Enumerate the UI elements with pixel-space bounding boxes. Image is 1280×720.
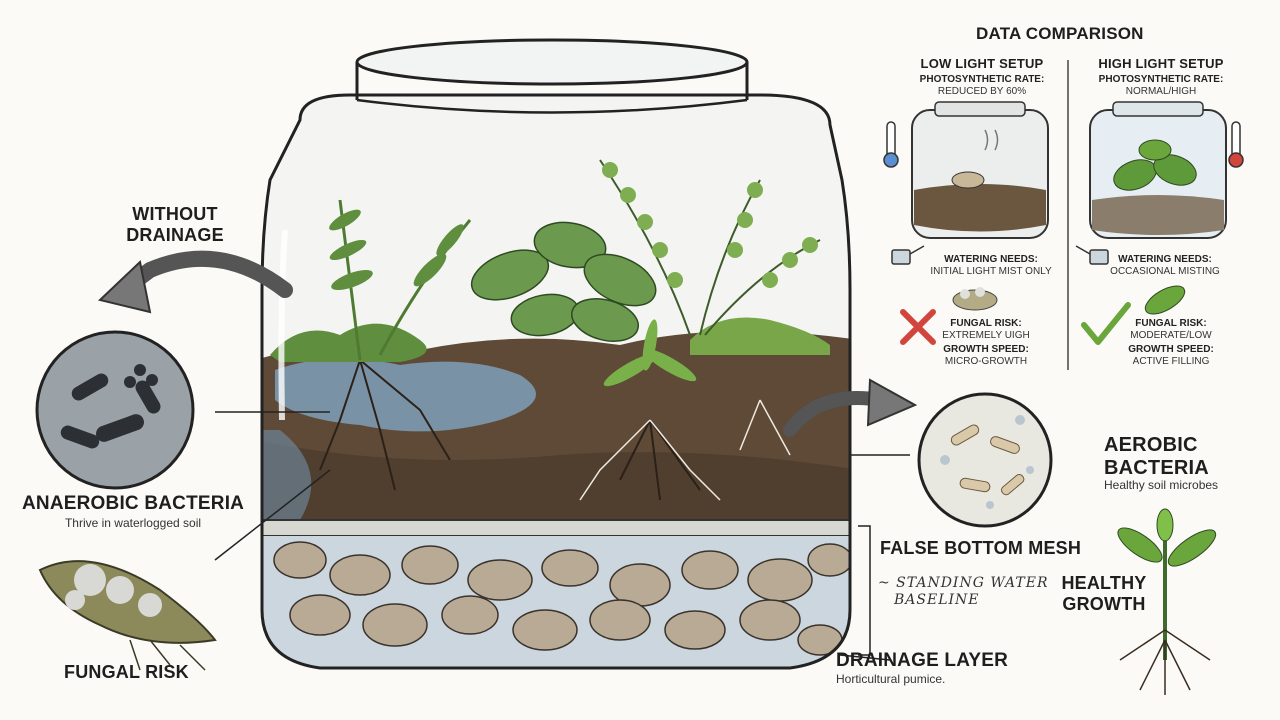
aerobic-line-2: BACTERIA: [1104, 457, 1209, 479]
false-bottom-mesh-band: [262, 520, 850, 536]
arrow-without-drainage: [122, 250, 293, 298]
high-fungal-label: FUNGAL RISK:: [1135, 318, 1207, 329]
label-anaerobic-bacteria: ANAEROBIC BACTERIA: [22, 493, 245, 514]
pumice-stones: [273, 541, 850, 656]
standing-water-line-1: ~ STANDING WATER: [878, 575, 1049, 591]
cross-icon: [900, 309, 936, 345]
aerobic-bacteria-illustration: [917, 392, 1053, 528]
high-water-value: OCCASIONAL MISTING: [1110, 266, 1220, 277]
label-drainage-layer: DRAINAGE LAYER: [836, 650, 1009, 671]
low-photo-label: PHOTOSYNTHETIC RATE:: [919, 74, 1045, 85]
label-standing-water: ~ STANDING WATER BASELINE: [878, 575, 1048, 609]
comparison-graphics: [883, 60, 1244, 370]
high-light-heading: HIGH LIGHT SETUP: [1098, 56, 1224, 71]
healthy-growth-line-2: GROWTH: [1062, 594, 1146, 614]
high-photo-label: PHOTOSYNTHETIC RATE:: [1098, 74, 1224, 85]
healthy-growth-line-1: HEALTHY: [1061, 573, 1147, 593]
label-fungal-risk: FUNGAL RISK: [64, 662, 189, 682]
without-drainage-line-2: DRAINAGE: [126, 225, 224, 245]
low-photo-value: REDUCED BY 60%: [937, 86, 1027, 97]
healthy-sprout-illustration: [1117, 508, 1217, 695]
high-water-label: WATERING NEEDS:: [1118, 254, 1212, 265]
without-drainage-line-1: WITHOUT: [132, 204, 218, 224]
leaf-icon: [1144, 285, 1186, 315]
comparison-title: DATA COMPARISON: [976, 24, 1144, 43]
high-growth-label: GROWTH SPEED:: [1128, 344, 1214, 355]
watering-can-icon-high: [1075, 245, 1109, 265]
low-fungal-label: FUNGAL RISK:: [950, 318, 1022, 329]
watering-can-icon: [891, 245, 925, 265]
label-false-bottom-mesh: FALSE BOTTOM MESH: [880, 538, 1082, 558]
thermometer-hot-icon: [1228, 121, 1244, 168]
label-aerobic-sub: Healthy soil microbes: [1104, 478, 1219, 492]
label-without-drainage: WITHOUT DRAINAGE: [110, 204, 240, 246]
label-drainage-sub: Horticultural pumice.: [836, 672, 946, 686]
standing-water-line-2: BASELINE: [894, 592, 980, 608]
fungal-leaf-illustration: [38, 560, 217, 671]
label-aerobic-bacteria: AEROBIC BACTERIA: [1104, 434, 1209, 480]
glass-jar: [260, 38, 852, 670]
high-fungal-value: MODERATE/LOW: [1130, 330, 1212, 341]
plants: [329, 159, 821, 387]
low-growth-label: GROWTH SPEED:: [943, 344, 1029, 355]
thermometer-icon: [883, 121, 899, 168]
label-healthy-growth: HEALTHY GROWTH: [1052, 573, 1156, 615]
low-growth-value: MICRO-GROWTH: [944, 356, 1028, 367]
low-water-label: WATERING NEEDS:: [944, 254, 1038, 265]
waterlogged-soil: [275, 358, 536, 432]
high-growth-value: ACTIVE FILLING: [1132, 356, 1210, 367]
low-water-value: INITIAL LIGHT MIST ONLY: [930, 266, 1052, 277]
high-light-jar: [1089, 101, 1227, 239]
low-light-heading: LOW LIGHT SETUP: [920, 56, 1044, 71]
aerobic-line-1: AEROBIC: [1104, 434, 1198, 456]
low-fungal-value: EXTREMELY UIGH: [942, 330, 1030, 341]
high-photo-value: NORMAL/HIGH: [1125, 86, 1197, 97]
check-icon: [1081, 302, 1131, 345]
fungal-small-icon: [952, 287, 998, 311]
label-anaerobic-sub: Thrive in waterlogged soil: [64, 516, 202, 530]
anaerobic-bacteria-illustration: [35, 330, 195, 490]
arrow-aerobic: [783, 391, 887, 437]
low-light-jar: [911, 101, 1049, 239]
